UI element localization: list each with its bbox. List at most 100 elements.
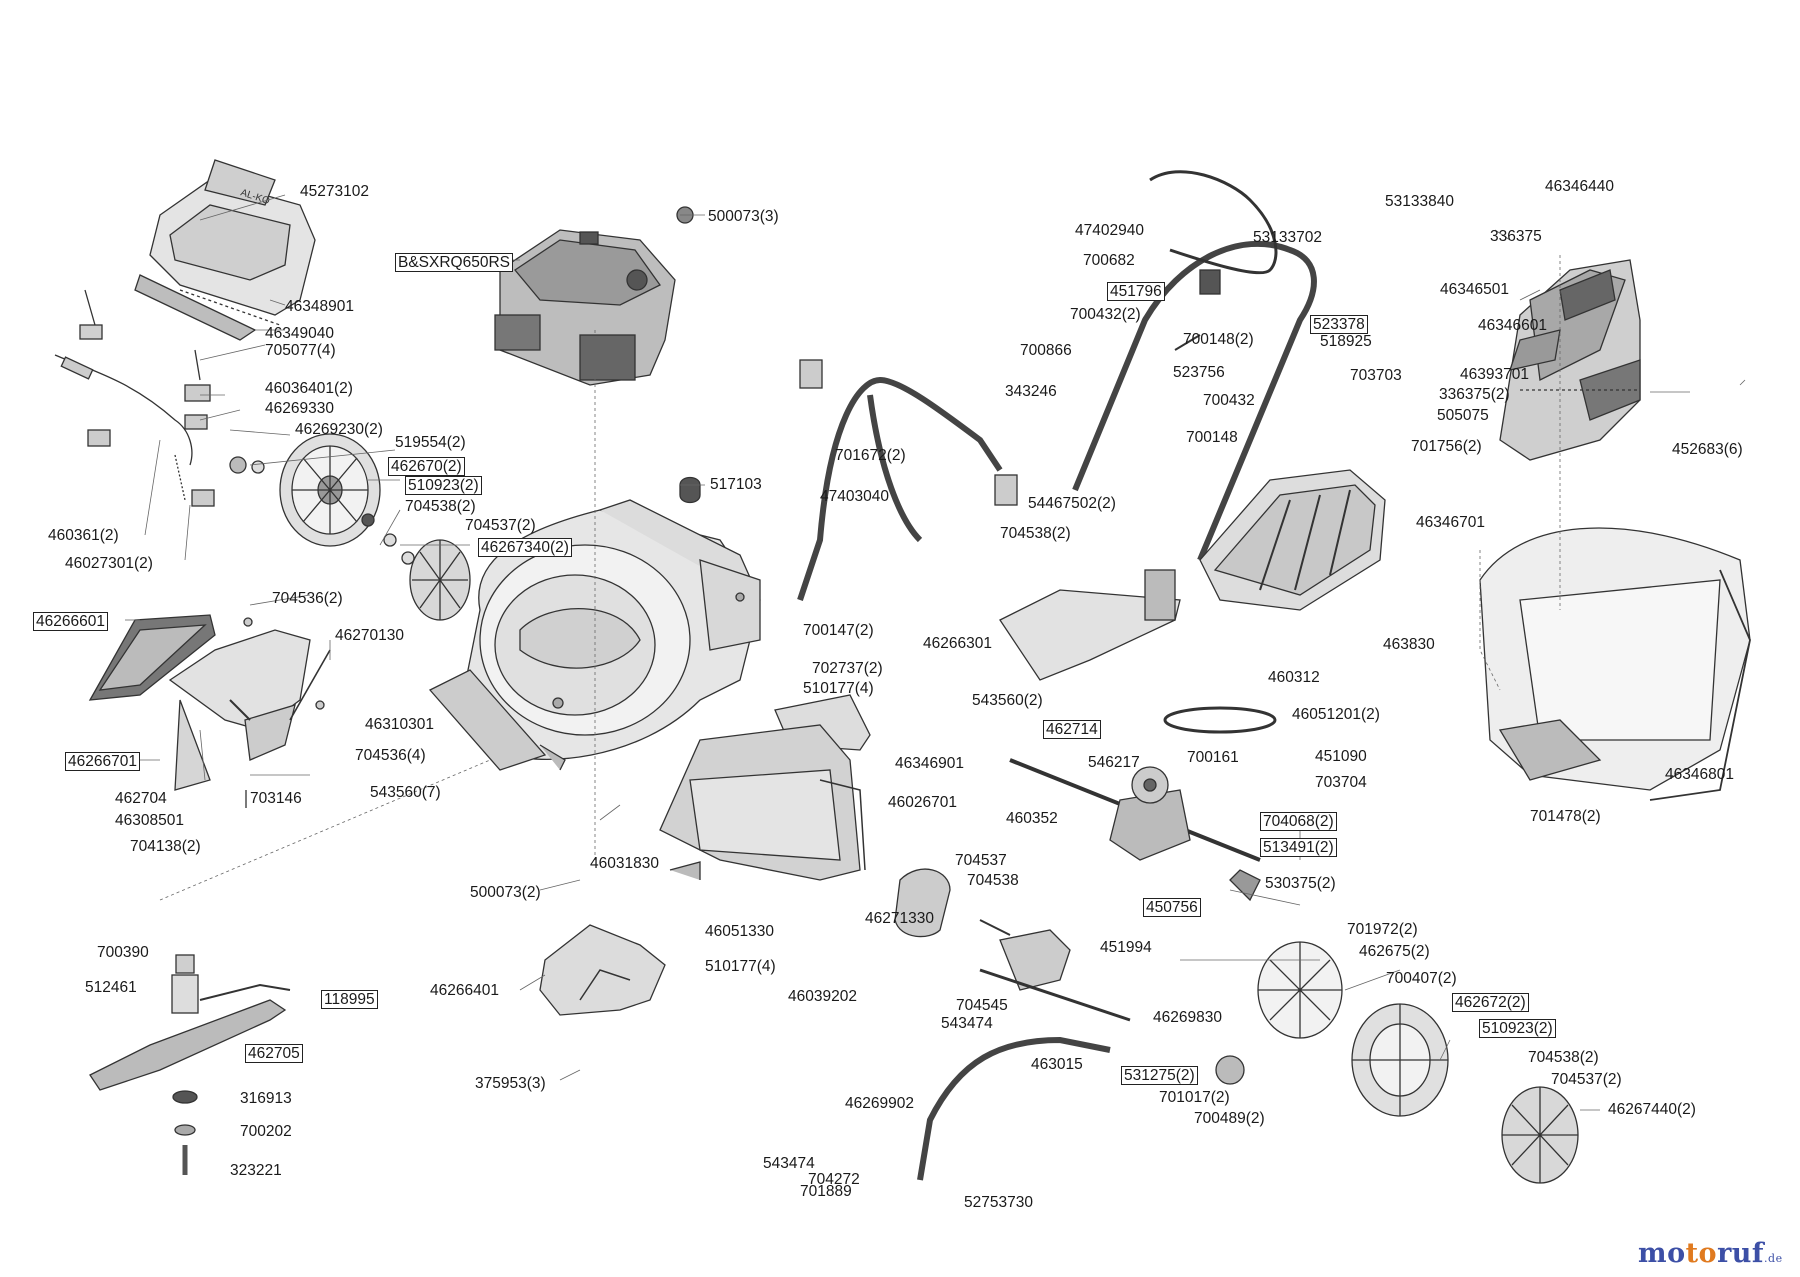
part-label: 546217 [1088, 754, 1140, 771]
part-label: 704538(2) [1000, 525, 1071, 542]
part-label: 46036401(2) [265, 380, 353, 397]
part-label: 519554(2) [395, 434, 466, 451]
part-label: 46346801 [1665, 766, 1734, 783]
part-label-boxed: 523378 [1310, 315, 1368, 334]
part-label: 704272 [808, 1171, 860, 1188]
part-label: 46051330 [705, 923, 774, 940]
part-label: 451090 [1315, 748, 1367, 765]
part-label: 543560(7) [370, 784, 441, 801]
part-label: 704536(4) [355, 747, 426, 764]
part-label: 462704 [115, 790, 167, 807]
part-label-boxed: 513491(2) [1260, 838, 1337, 857]
part-label: 704537 [955, 852, 1007, 869]
part-label: 54467502(2) [1028, 495, 1116, 512]
part-label: 45273102 [300, 183, 369, 200]
part-label: 460361(2) [48, 527, 119, 544]
part-label: 702737(2) [812, 660, 883, 677]
grass-bag [1479, 527, 1751, 801]
part-label-boxed: 510923(2) [405, 476, 482, 495]
part-label: 46393701 [1460, 366, 1529, 383]
part-label: 704537(2) [465, 517, 536, 534]
part-label: 523756 [1173, 364, 1225, 381]
part-label: 323221 [230, 1162, 282, 1179]
grass-bag-top [1499, 259, 1641, 461]
part-label-boxed: 462705 [245, 1044, 303, 1063]
part-label-boxed: 462670(2) [388, 457, 465, 476]
part-label: 704538(2) [1528, 1049, 1599, 1066]
part-label-boxed: 462672(2) [1452, 993, 1529, 1012]
part-label: 700682 [1083, 252, 1135, 269]
part-label: 46269330 [265, 400, 334, 417]
part-label-boxed: 462714 [1043, 720, 1101, 739]
part-label: 46269830 [1153, 1009, 1222, 1026]
part-label: 46269230(2) [295, 421, 383, 438]
part-label: 375953(3) [475, 1075, 546, 1092]
part-label-boxed: 46266601 [33, 612, 108, 631]
height-adjust-lever [894, 868, 1245, 1181]
rear-deflector-cover: AL-KO [134, 159, 316, 341]
blade-assembly [89, 954, 291, 1175]
part-label: 53133840 [1385, 193, 1454, 210]
part-label: 518925 [1320, 333, 1372, 350]
part-label: 700148(2) [1183, 331, 1254, 348]
part-label: 460352 [1006, 810, 1058, 827]
part-label: 543474 [763, 1155, 815, 1172]
part-label: 46349040 [265, 325, 334, 342]
part-label: 46346901 [895, 755, 964, 772]
part-label: 46346501 [1440, 281, 1509, 298]
mower-deck [428, 476, 761, 771]
part-label: 52753730 [964, 1194, 1033, 1211]
engine [494, 206, 694, 386]
part-label: 704138(2) [130, 838, 201, 855]
part-label: 700390 [97, 944, 149, 961]
gearbox [1009, 758, 1261, 902]
part-label: 47403040 [820, 488, 889, 505]
part-label: 46267440(2) [1608, 1101, 1696, 1118]
part-label: 700147(2) [803, 622, 874, 639]
part-label: 462675(2) [1359, 943, 1430, 960]
part-label: 530375(2) [1265, 875, 1336, 892]
part-label: 510177(4) [803, 680, 874, 697]
part-label: 47402940 [1075, 222, 1144, 239]
part-label: 701889 [800, 1183, 852, 1200]
part-label: 452683(6) [1672, 441, 1743, 458]
part-label: 53133702 [1253, 229, 1322, 246]
part-label: 46308501 [115, 812, 184, 829]
watermark-part: to [1685, 1238, 1718, 1269]
part-label: 701478(2) [1530, 808, 1601, 825]
part-label: 505075 [1437, 407, 1489, 424]
part-label: 336375(2) [1439, 386, 1510, 403]
part-label-boxed: 531275(2) [1121, 1066, 1198, 1085]
part-label: 336375 [1490, 228, 1542, 245]
part-label: 463015 [1031, 1056, 1083, 1073]
part-label: 700202 [240, 1123, 292, 1140]
part-label-boxed: 46266701 [65, 752, 140, 771]
part-label: 512461 [85, 979, 137, 996]
part-label: 701756(2) [1411, 438, 1482, 455]
part-label: 700148 [1186, 429, 1238, 446]
front-guard [539, 924, 666, 1016]
part-label: 701017(2) [1159, 1089, 1230, 1106]
part-label: 543560(2) [972, 692, 1043, 709]
part-label-boxed: 46267340(2) [478, 538, 572, 557]
front-wheel-right [1257, 941, 1579, 1184]
part-label: 46031830 [590, 855, 659, 872]
part-label: 46027301(2) [65, 555, 153, 572]
part-label: 46346701 [1416, 514, 1485, 531]
part-label: 46346440 [1545, 178, 1614, 195]
part-label-boxed: 510923(2) [1479, 1019, 1556, 1038]
part-label: 700432(2) [1070, 306, 1141, 323]
part-label: 46266301 [923, 635, 992, 652]
part-label: 316913 [240, 1090, 292, 1107]
rear-wheel-left [229, 433, 471, 621]
part-label: 343246 [1005, 383, 1057, 400]
part-label: 517103 [710, 476, 762, 493]
drive-belt [1163, 706, 1277, 734]
part-label: 700432 [1203, 392, 1255, 409]
part-label: 46271330 [865, 910, 934, 927]
part-label: 703704 [1315, 774, 1367, 791]
watermark-part: mo [1638, 1238, 1686, 1269]
part-label: 701972(2) [1347, 921, 1418, 938]
